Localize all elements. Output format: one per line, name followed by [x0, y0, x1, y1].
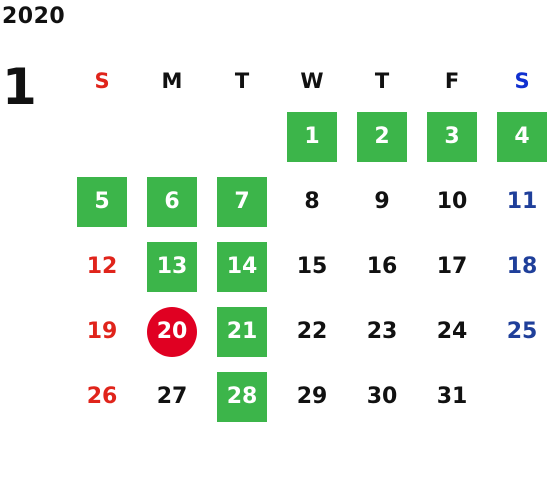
day-cell[interactable]: 12 [67, 234, 137, 299]
day-cell[interactable]: 27 [137, 364, 207, 429]
day-cell[interactable]: 20 [137, 299, 207, 364]
day-number: 1 [287, 111, 337, 162]
day-number: 4 [497, 111, 547, 162]
day-number: 12 [86, 254, 118, 279]
weekday-header: T [374, 69, 390, 93]
day-cell[interactable]: 30 [347, 364, 417, 429]
day-cell[interactable]: 16 [347, 234, 417, 299]
day-cell[interactable]: 3 [417, 104, 487, 169]
day-cell[interactable]: 6 [137, 169, 207, 234]
day-cell[interactable]: 4 [487, 104, 548, 169]
day-cell[interactable]: 2 [347, 104, 417, 169]
day-number: 8 [304, 189, 320, 214]
day-number: 17 [436, 254, 468, 279]
day-cell [207, 104, 277, 169]
day-number: 31 [436, 384, 468, 409]
day-number [217, 112, 267, 162]
day-number: 16 [366, 254, 398, 279]
year-label: 2020 [2, 4, 66, 29]
weekday-header: S [94, 69, 110, 93]
day-number: 13 [147, 241, 197, 292]
day-cell [487, 364, 548, 429]
day-cell[interactable]: 17 [417, 234, 487, 299]
day-cell[interactable]: 19 [67, 299, 137, 364]
day-cell[interactable]: 8 [277, 169, 347, 234]
day-number: 27 [156, 384, 188, 409]
day-cell [137, 104, 207, 169]
day-cell[interactable]: 1 [277, 104, 347, 169]
day-cell[interactable]: 22 [277, 299, 347, 364]
day-number: 20 [147, 306, 197, 357]
weekday-header: F [444, 69, 460, 93]
day-number: 26 [86, 384, 118, 409]
day-number: 14 [217, 241, 267, 292]
day-number: 10 [436, 189, 468, 214]
day-cell[interactable]: 9 [347, 169, 417, 234]
day-cell[interactable]: 14 [207, 234, 277, 299]
day-number: 15 [296, 254, 328, 279]
day-number [147, 112, 197, 162]
day-number: 22 [296, 319, 328, 344]
day-number: 25 [506, 319, 538, 344]
month-label: 1 [2, 58, 37, 116]
day-cell[interactable]: 31 [417, 364, 487, 429]
weekday-header: W [300, 69, 324, 93]
day-number: 30 [366, 384, 398, 409]
day-number [77, 112, 127, 162]
day-number: 2 [357, 111, 407, 162]
day-cell [67, 104, 137, 169]
day-number: 11 [506, 189, 538, 214]
day-cell[interactable]: 21 [207, 299, 277, 364]
day-cell[interactable]: 29 [277, 364, 347, 429]
day-cell[interactable]: 28 [207, 364, 277, 429]
weekday-header: T [234, 69, 250, 93]
day-number: 29 [296, 384, 328, 409]
day-number: 18 [506, 254, 538, 279]
day-number: 23 [366, 319, 398, 344]
day-number: 7 [217, 176, 267, 227]
day-number: 5 [77, 176, 127, 227]
day-cell[interactable]: 13 [137, 234, 207, 299]
day-number: 9 [374, 189, 390, 214]
day-cell[interactable]: 26 [67, 364, 137, 429]
day-number: 28 [217, 371, 267, 422]
day-number: 21 [217, 306, 267, 357]
day-cell[interactable]: 25 [487, 299, 548, 364]
day-number [497, 372, 547, 422]
day-cell[interactable]: 11 [487, 169, 548, 234]
day-cell[interactable]: 18 [487, 234, 548, 299]
day-number: 3 [427, 111, 477, 162]
day-cell[interactable]: 15 [277, 234, 347, 299]
day-number: 19 [86, 319, 118, 344]
day-cell[interactable]: 23 [347, 299, 417, 364]
day-cell[interactable]: 10 [417, 169, 487, 234]
day-number: 24 [436, 319, 468, 344]
day-number: 6 [147, 176, 197, 227]
day-cell[interactable]: 24 [417, 299, 487, 364]
weekday-header: M [161, 69, 183, 93]
day-cell[interactable]: 5 [67, 169, 137, 234]
day-cell[interactable]: 7 [207, 169, 277, 234]
weekday-header: S [514, 69, 530, 93]
